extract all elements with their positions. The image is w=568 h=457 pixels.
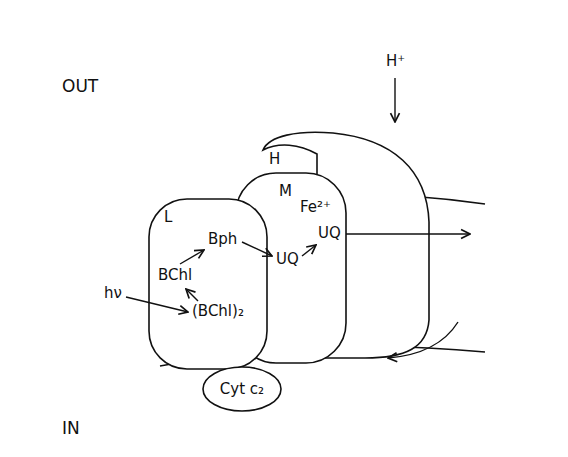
proton-label: H⁺ <box>386 54 405 69</box>
cofactor-label: BChl <box>158 268 192 283</box>
subunit-label: Cyt c₂ <box>220 382 264 397</box>
light-arrow <box>126 297 188 312</box>
side-label: OUT <box>62 78 98 95</box>
quinone-release-arrow <box>346 233 470 234</box>
side-label: IN <box>62 420 80 437</box>
return-arrow <box>388 322 458 358</box>
subunit-label: M <box>279 184 292 199</box>
cofactor-label: UQ <box>318 226 341 241</box>
proton-arrow <box>394 78 395 122</box>
light-label: hν <box>104 286 122 301</box>
cytochrome-c2: Cyt c₂ <box>202 366 282 412</box>
protein-shape <box>203 367 281 411</box>
transfer-arrow <box>180 250 204 264</box>
transfer-arrow <box>186 289 198 301</box>
subunit-label: H <box>269 152 280 167</box>
l-subunit: L <box>148 198 268 370</box>
cofactor-label: Fe²⁺ <box>300 200 331 215</box>
cofactor-label: Bph <box>208 232 237 247</box>
transfer-arrow <box>242 242 272 256</box>
subunit-shape <box>149 199 267 369</box>
transfer-arrow <box>302 245 316 256</box>
cofactor-label: UQ <box>276 252 299 267</box>
cofactor-label: (BChl)₂ <box>192 304 244 319</box>
subunit-label: L <box>164 210 172 225</box>
